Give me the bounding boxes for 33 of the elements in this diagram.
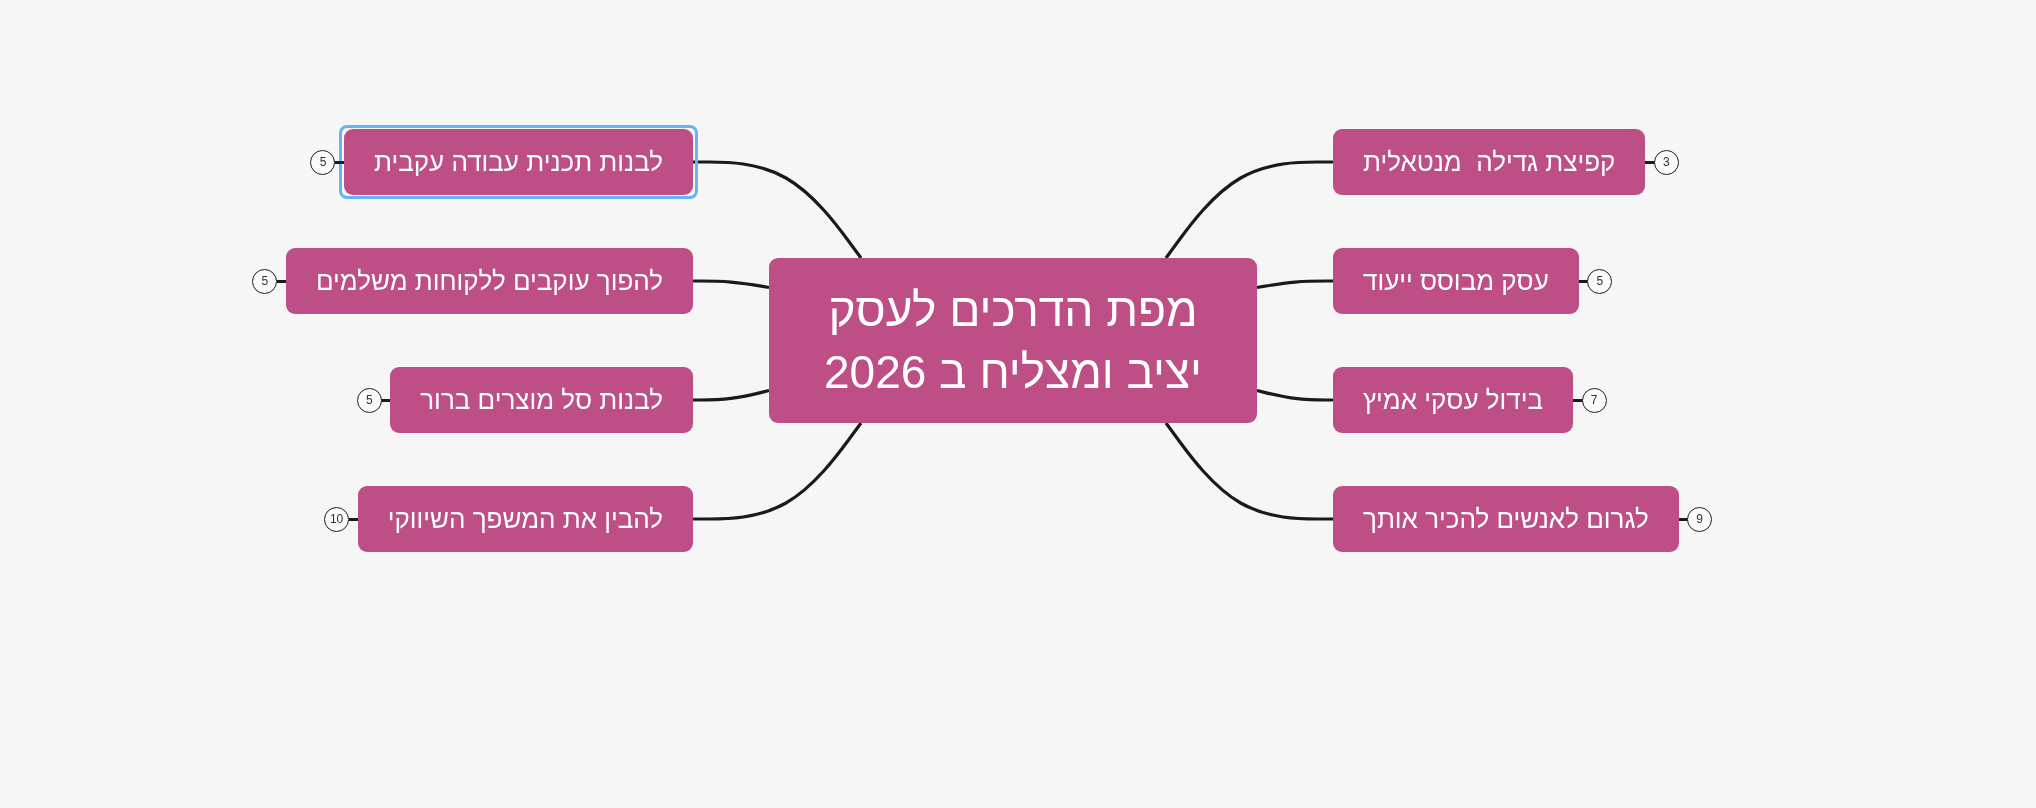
collapsed-count: 9: [1687, 506, 1713, 532]
collapsed-count: 5: [310, 149, 336, 175]
subtopic-text: בידול עסקי אמיץ: [1363, 385, 1543, 415]
subtopic-text: עסק מבוסס ייעוד: [1363, 266, 1549, 296]
collapsed-count: 5: [356, 387, 382, 413]
subtopic-text: לגרום לאנשים להכיר אותך: [1363, 504, 1649, 534]
subtopic: [1333, 367, 1573, 433]
branch-line: [1256, 279, 1333, 290]
subtopic: [1333, 129, 1646, 195]
subtopic-text: להבין את המשפך השיווקי: [387, 504, 663, 534]
subtopic: [285, 248, 693, 314]
branch-line: [693, 279, 770, 290]
central-topic-text: מפת הדרכים לעסק יציב ומצליח ב 2026: [822, 282, 1204, 400]
subtopic: [1333, 486, 1679, 552]
subtopic-text: לבנות תכנית עבודה עקבית: [374, 147, 663, 177]
branch-line: [693, 388, 770, 402]
subtopic: [390, 367, 693, 433]
subtopic: [1333, 248, 1579, 314]
subtopic-text: קפיצת גדילה מנטאלית: [1363, 147, 1616, 177]
branch-line: [1256, 388, 1333, 402]
collapsed-count: 3: [1653, 149, 1679, 175]
subtopic-text: להפוך עוקבים ללקוחות משלמים: [315, 266, 663, 296]
central-topic: [769, 258, 1257, 423]
subtopic-text: לבנות סל מוצרים ברור: [420, 385, 663, 415]
collapsed-count: 10: [324, 506, 350, 532]
branch-line: [693, 422, 863, 521]
collapsed-count: 7: [1581, 387, 1607, 413]
branch-line: [1164, 422, 1333, 521]
collapsed-count: 5: [252, 268, 278, 294]
subtopic: [357, 486, 693, 552]
collapsed-count: 5: [1587, 268, 1613, 294]
branch-line: [1164, 160, 1333, 259]
branch-line: [693, 160, 863, 259]
